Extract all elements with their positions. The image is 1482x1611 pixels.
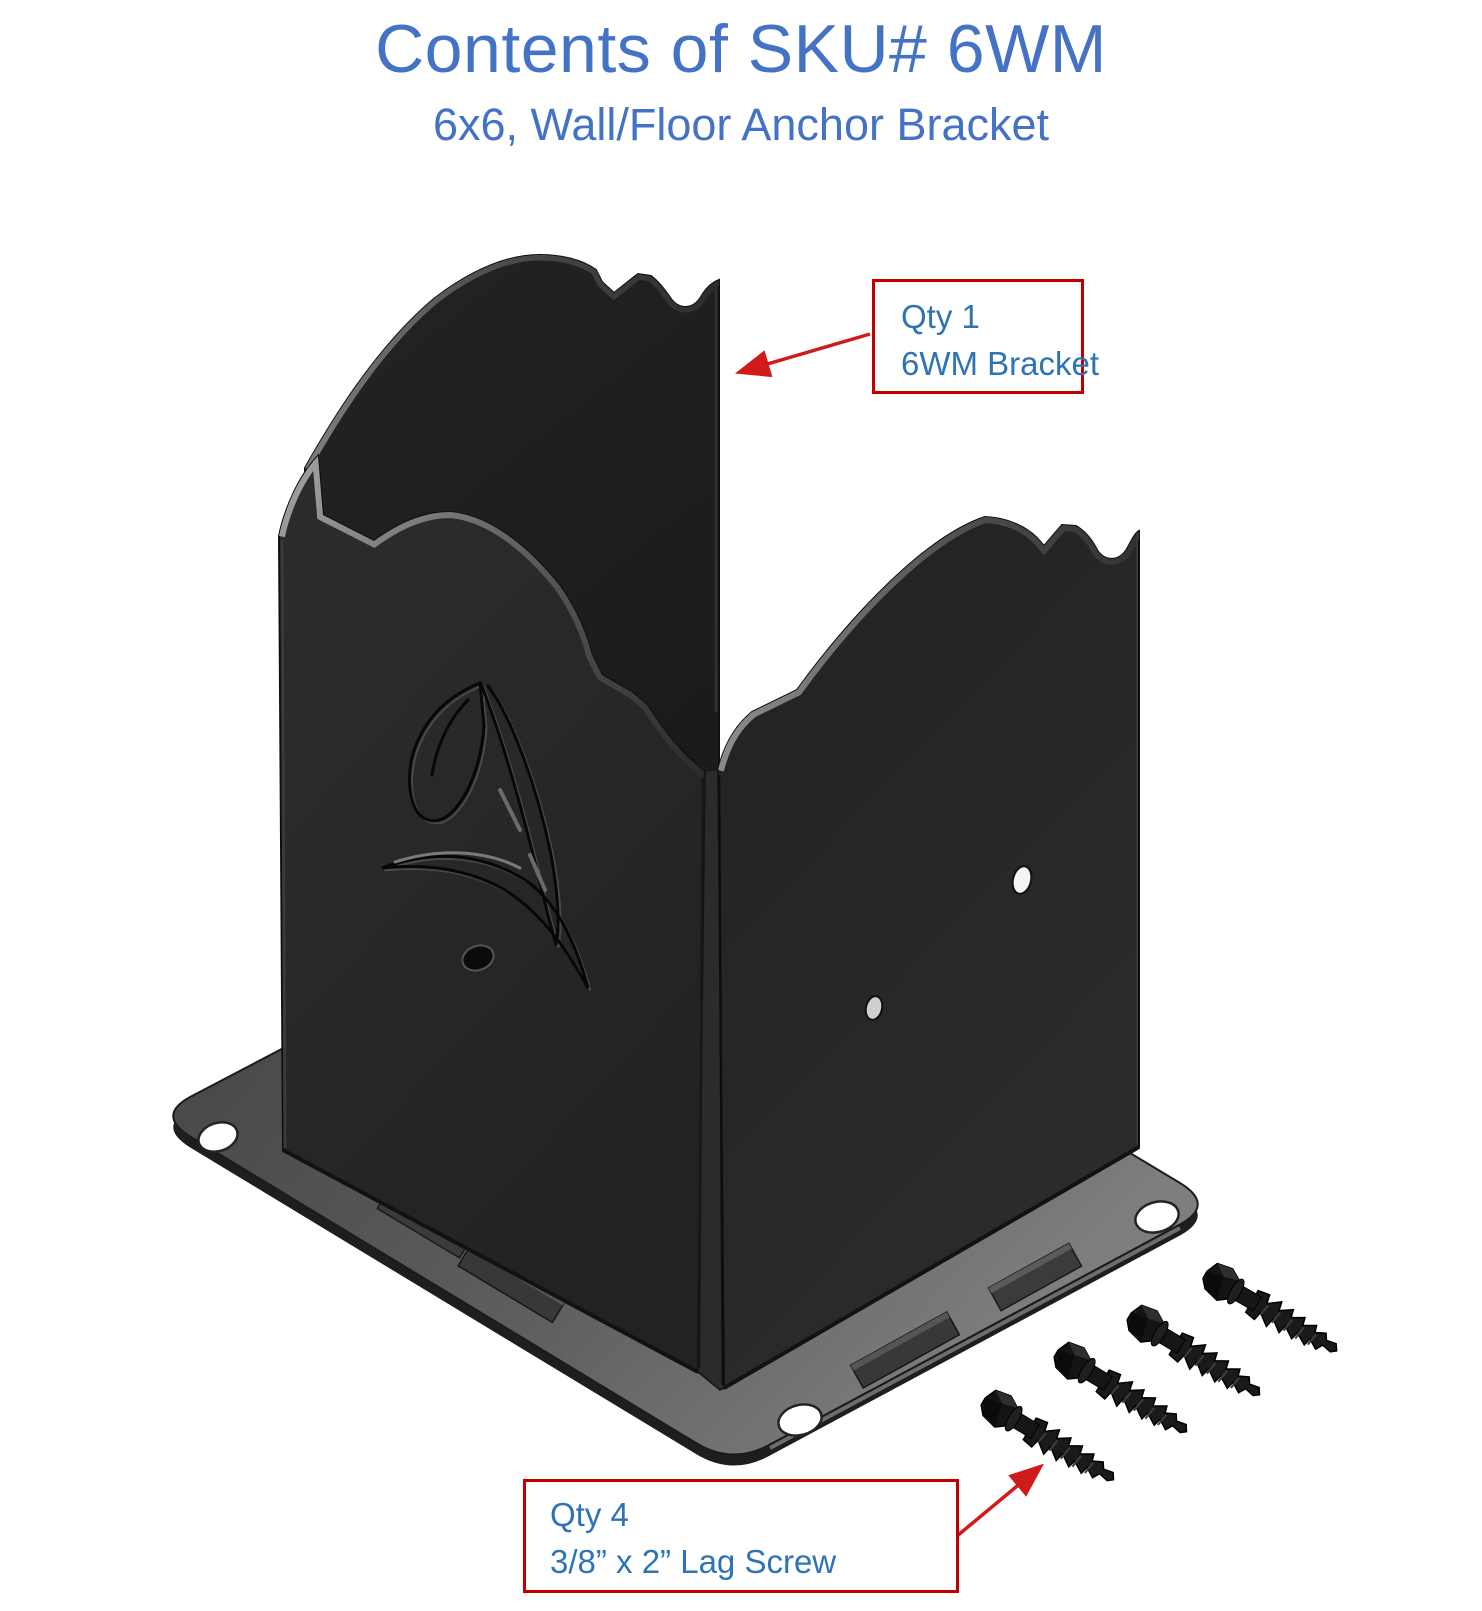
callout-lag-screws: Qty 4 3/8” x 2” Lag Screw <box>523 1479 959 1593</box>
plate-tab <box>849 1310 961 1390</box>
page-title: Contents of SKU# 6WM <box>375 11 1107 87</box>
wall-hole-left <box>461 944 495 972</box>
lag-screw-4 <box>1195 1257 1348 1366</box>
callout-bracket: Qty 1 6WM Bracket <box>872 279 1100 394</box>
plate-hole-bottom <box>777 1403 823 1437</box>
arrow-to-screw-icon <box>955 1463 1045 1538</box>
plate-hole-right <box>1134 1200 1180 1234</box>
callout-screws-qty: Qty 4 <box>550 1496 629 1533</box>
page-header: Contents of SKU# 6WM 6x6, Wall/Floor Anc… <box>0 0 1482 148</box>
wall-front-left <box>277 453 707 1374</box>
lag-screw-1 <box>973 1384 1125 1495</box>
plate-tab <box>987 1242 1083 1312</box>
arrow-to-bracket-icon <box>734 332 871 378</box>
callout-screws-name: 3/8” x 2” Lag Screw <box>550 1542 837 1580</box>
front-corner-bend <box>697 768 725 1391</box>
callout-bracket-qty: Qty 1 <box>901 298 980 335</box>
plate-hole-left <box>197 1121 239 1153</box>
page-subtitle: 6x6, Wall/Floor Anchor Bracket <box>432 98 1050 150</box>
callout-bracket-name: 6WM Bracket <box>901 344 1100 382</box>
wall-hole-right-lower <box>864 995 884 1021</box>
wall-hole-right-upper <box>1011 865 1033 895</box>
logo-engraving <box>381 680 592 991</box>
wall-front-right <box>716 515 1141 1390</box>
callout-arrows <box>734 332 1045 1538</box>
